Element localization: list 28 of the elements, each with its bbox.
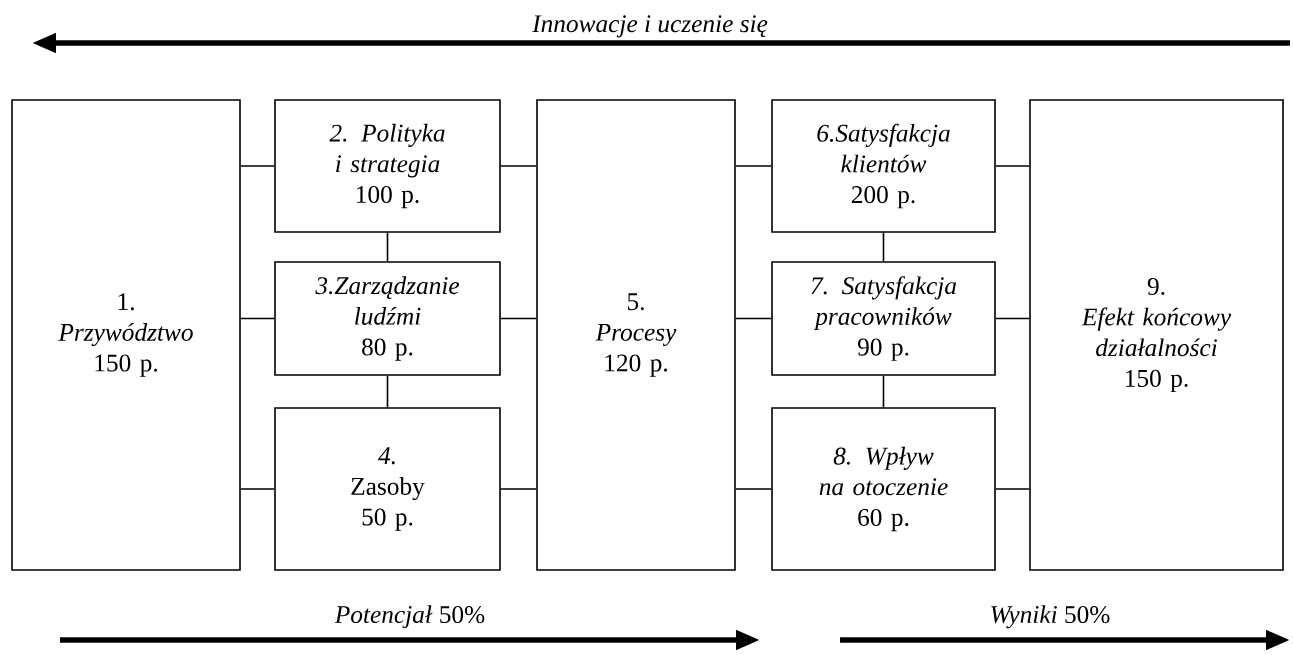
- connector-line: [240, 317, 275, 320]
- axis-label: Wyniki 50%: [991, 605, 1110, 629]
- connector-line: [735, 488, 772, 490]
- category-box: 1. Przywództwo 150 p.: [11, 99, 241, 571]
- connector-line: [995, 317, 1030, 320]
- connector-line: [386, 375, 389, 408]
- category-box: 9. Efekt końcowy działalności 150 p.: [1029, 99, 1284, 571]
- category-box: 4. Zasoby 50 p.: [274, 407, 501, 571]
- category-box: 7. Satysfakcja pracowników 90 p.: [771, 261, 996, 376]
- category-box: 8. Wpływ na otoczenie 60 p.: [771, 407, 996, 571]
- connector-line: [882, 232, 885, 262]
- connector-line: [386, 232, 389, 262]
- category-box: 3.Zarządzanie ludźmi 80 p.: [274, 261, 501, 376]
- axis-label: Potencjał 50%: [334, 605, 485, 629]
- category-box: 5. Procesy 120 p.: [536, 99, 736, 571]
- category-box: 6.Satysfakcja klientów 200 p.: [771, 99, 996, 233]
- connector-line: [240, 488, 275, 490]
- connector-line: [500, 488, 537, 490]
- axis-label: Innowacje i uczenie się: [532, 15, 768, 38]
- connector-line: [882, 375, 885, 408]
- connector-line: [500, 165, 537, 167]
- category-box: 2. Polityka i strategia 100 p.: [274, 99, 501, 233]
- connector-line: [995, 488, 1030, 490]
- connector-line: [735, 317, 772, 320]
- connector-line: [240, 165, 275, 167]
- connector-line: [500, 317, 537, 320]
- connector-line: [735, 165, 772, 167]
- connector-line: [995, 165, 1030, 167]
